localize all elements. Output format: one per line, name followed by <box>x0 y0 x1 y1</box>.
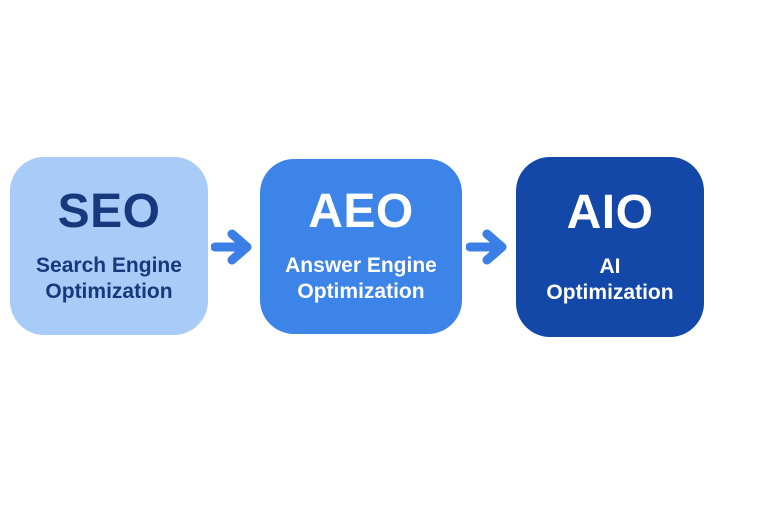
card-aeo-subtitle-line2: Optimization <box>297 280 425 303</box>
card-aio-acronym: AIO <box>566 185 654 239</box>
card-aeo: AEO Answer Engine Optimization <box>260 159 462 334</box>
card-seo-acronym: SEO <box>57 184 161 238</box>
card-seo-subtitle-line2: Optimization <box>45 279 173 303</box>
card-aeo-acronym: AEO <box>308 185 414 238</box>
flow-arrow-icon <box>465 229 510 265</box>
card-seo-subtitle-line1: Search Engine <box>36 253 182 277</box>
card-aio: AIO AI Optimization <box>516 157 704 337</box>
card-seo-subtitle: Search Engine Optimization <box>36 253 182 305</box>
card-aeo-subtitle: Answer Engine Optimization <box>285 253 437 305</box>
card-aio-subtitle-line2: Optimization <box>546 280 674 304</box>
card-aeo-subtitle-line1: Answer Engine <box>285 254 437 277</box>
card-aio-subtitle: AI Optimization <box>546 254 673 306</box>
flow-arrow-icon <box>210 229 255 265</box>
card-seo: SEO Search Engine Optimization <box>10 157 208 335</box>
card-aio-subtitle-line1: AI <box>599 254 621 278</box>
